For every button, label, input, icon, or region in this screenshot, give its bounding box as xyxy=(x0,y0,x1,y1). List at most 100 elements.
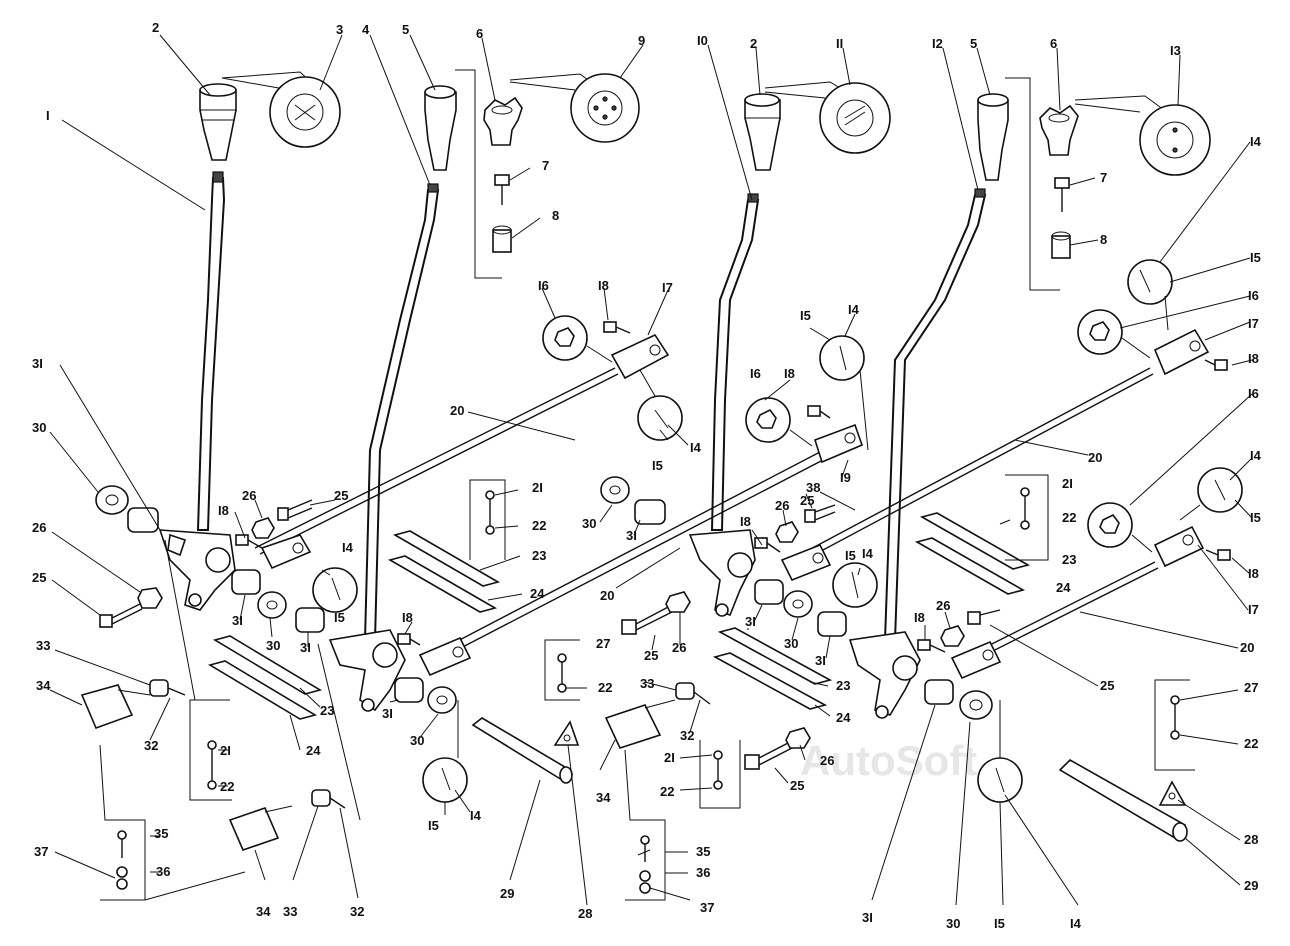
callout-16-b xyxy=(745,397,813,447)
clevis-17-c xyxy=(1153,525,1205,568)
label-14e: I4 xyxy=(862,546,874,561)
label-18a: I8 xyxy=(1248,351,1259,366)
label-33a: 33 xyxy=(36,638,50,653)
label-18d: I8 xyxy=(218,503,229,518)
label-15b: I5 xyxy=(652,458,663,473)
bracket-5-8-left xyxy=(455,69,502,279)
bushing-31-b xyxy=(231,569,261,595)
lever-12 xyxy=(848,188,987,719)
callout-14-15-c xyxy=(1127,259,1173,331)
callout-16-d xyxy=(1087,502,1153,553)
callout-16-c xyxy=(1077,309,1151,359)
label-30c: 30 xyxy=(410,733,424,748)
assembly-21-22-c xyxy=(699,740,741,809)
clevis-lever4 xyxy=(418,636,472,677)
label-23a: 23 xyxy=(320,703,334,718)
label-32c: 32 xyxy=(350,904,364,919)
label-25f: 25 xyxy=(1100,678,1114,693)
label-18h: I8 xyxy=(1248,566,1259,581)
label-23d: 23 xyxy=(1062,552,1076,567)
label-14c: I4 xyxy=(848,302,860,317)
bolt-25-e xyxy=(744,741,793,770)
label-15h: I5 xyxy=(994,916,1005,931)
label-9: 9 xyxy=(638,33,645,48)
callout-11 xyxy=(764,81,891,154)
plate-23-b xyxy=(392,530,501,587)
label-30b: 30 xyxy=(266,638,280,653)
leader-lines xyxy=(49,34,1253,906)
label-26b: 26 xyxy=(242,488,256,503)
knob-33-c xyxy=(675,682,711,705)
label-14d: I4 xyxy=(342,540,354,555)
pin-18-h xyxy=(1205,549,1231,561)
switch-34-b xyxy=(228,805,293,851)
label-6b: 6 xyxy=(1050,36,1057,51)
pin-18-b xyxy=(603,321,631,334)
label-37b: 37 xyxy=(700,900,714,915)
label-22e: 22 xyxy=(1062,510,1076,525)
plate-24-d xyxy=(914,537,1026,595)
label-6: 6 xyxy=(476,26,483,41)
clevis-lever12 xyxy=(950,640,1002,680)
label-20b: 20 xyxy=(600,588,614,603)
label-15d: I5 xyxy=(334,610,345,625)
label-22a: 22 xyxy=(220,779,234,794)
label-20d: 20 xyxy=(1240,640,1254,655)
label-38: 38 xyxy=(806,480,820,495)
bushing-31-d xyxy=(394,677,424,703)
lever-4 xyxy=(328,183,440,712)
label-22c: 22 xyxy=(598,680,612,695)
label-23b: 23 xyxy=(532,548,546,563)
label-17a: I7 xyxy=(1248,316,1259,331)
knob-2-right xyxy=(744,93,781,171)
bushing-31-f xyxy=(754,579,784,605)
pin-18-a xyxy=(235,534,263,549)
callout-14-15-d xyxy=(1179,467,1243,521)
plate-24-a xyxy=(207,660,318,720)
label-18b: I8 xyxy=(598,278,609,293)
label-33c: 33 xyxy=(283,904,297,919)
callout-14-15-h xyxy=(977,700,1023,803)
washer-30-c xyxy=(427,686,457,714)
assembly-35-37-b xyxy=(624,749,666,901)
clevis-lever1 xyxy=(260,534,312,570)
label-4: 4 xyxy=(362,22,370,37)
lever-1 xyxy=(158,171,236,611)
label-28b: 28 xyxy=(1244,832,1258,847)
label-31e: 3I xyxy=(626,528,637,543)
label-34b: 34 xyxy=(596,790,611,805)
washer-30-d xyxy=(600,476,630,504)
label-37a: 37 xyxy=(34,844,48,859)
pin-7-left xyxy=(494,174,510,205)
callout-9 xyxy=(509,73,640,143)
callout-14-15-e xyxy=(312,567,358,613)
callout-14-15-b xyxy=(819,335,869,451)
label-23c: 23 xyxy=(836,678,850,693)
knob-6-left xyxy=(483,96,523,146)
assembly-35-37-a xyxy=(99,744,246,901)
label-18f: I8 xyxy=(740,514,751,529)
label-22b: 22 xyxy=(532,518,546,533)
label-7a: 7 xyxy=(542,158,549,173)
label-31d: 3I xyxy=(382,706,393,721)
label-14f: I4 xyxy=(470,808,482,823)
knob-5-left xyxy=(424,85,457,171)
plate-24-c xyxy=(712,652,828,710)
switch-34-c xyxy=(604,699,676,749)
label-5: 5 xyxy=(402,22,409,37)
label-28a: 28 xyxy=(578,906,592,921)
label-14h: I4 xyxy=(1070,916,1082,931)
label-34c: 34 xyxy=(256,904,271,919)
label-18e: I8 xyxy=(402,610,413,625)
nut-26-d xyxy=(665,591,691,613)
label-30d: 30 xyxy=(582,516,596,531)
knob-6-right xyxy=(1039,104,1079,156)
label-21c: 2I xyxy=(664,750,675,765)
label-16d: I6 xyxy=(1248,386,1259,401)
label-30e: 30 xyxy=(784,636,798,651)
label-35a: 35 xyxy=(154,826,168,841)
label-14g: I4 xyxy=(1250,448,1262,463)
label-34a: 34 xyxy=(36,678,51,693)
label-20a: 20 xyxy=(450,403,464,418)
